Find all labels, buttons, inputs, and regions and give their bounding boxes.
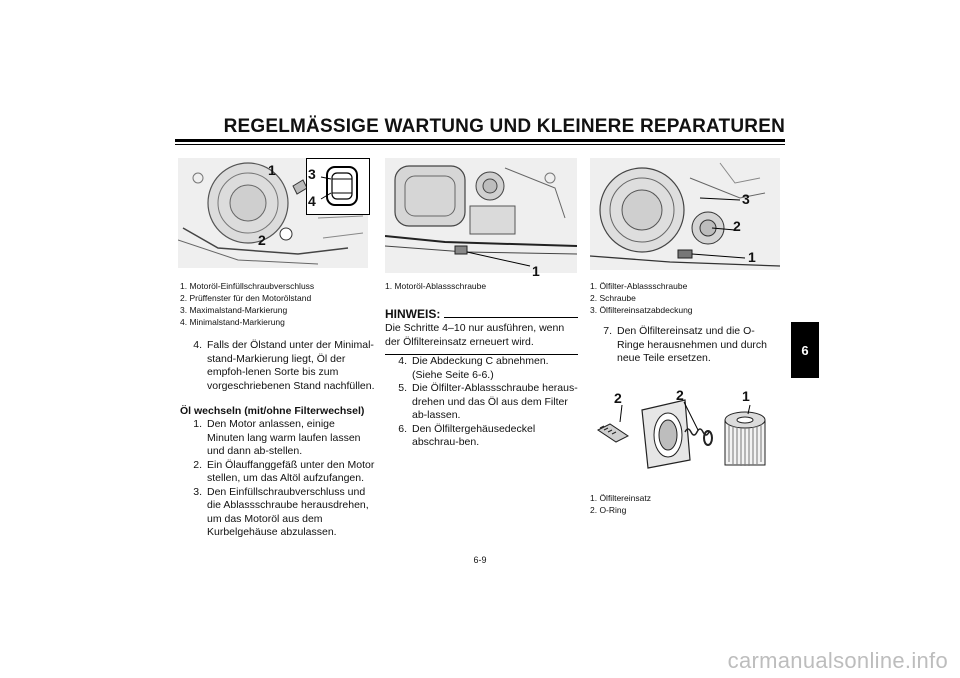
callout-1: 1 <box>742 388 750 404</box>
callout-3: 3 <box>742 191 750 207</box>
callout-2: 2 <box>258 232 266 248</box>
step-text: Die Ölfilter-Ablassschraube heraus-drehe… <box>412 382 578 421</box>
drain-bolt-drawing <box>597 423 629 443</box>
page-number: 6-9 <box>473 555 487 565</box>
step-number: 7. <box>603 325 612 337</box>
chapter-tab: 6 <box>791 322 819 378</box>
oil-filter-cover-illustration <box>590 158 780 270</box>
oil-filter-parts-drawing <box>597 399 766 469</box>
callout-1: 1 <box>268 162 276 178</box>
callout-2: 2 <box>733 218 741 234</box>
step-3: 3. Den Einfüllschraubverschluss und die … <box>180 486 375 540</box>
step-number: 2. <box>193 458 202 471</box>
step-2: 2. Ein Ölauffanggefäß unter den Motor st… <box>180 459 375 486</box>
step-number: 6. <box>398 422 407 435</box>
step-4: 4. Falls der Ölstand unter der Minimal-s… <box>180 339 375 393</box>
engine-drain-bolt-illustration <box>385 158 577 273</box>
filter-cover-drawing <box>641 399 691 469</box>
caption-item: 3. Ölfiltereinsatzabdeckung <box>590 305 693 315</box>
column-2-text: 4. Die Abdeckung C abnehmen. (Siehe Seit… <box>385 355 578 450</box>
callout-3: 3 <box>308 166 316 182</box>
caption-item: 3. Maximalstand-Markierung <box>180 305 288 315</box>
figure3-caption: 1. Ölfilter-Ablassschraube 2. Schraube 3… <box>590 280 693 316</box>
figure1-caption: 1. Motoröl-Einfüllschraubverschluss 2. P… <box>180 280 314 328</box>
caption-item: 1. Motoröl-Einfüllschraubverschluss <box>180 281 315 291</box>
step-number: 5. <box>398 382 407 394</box>
step-text: Ein Ölauffanggefäß unter den Motor stell… <box>207 458 375 485</box>
note-heading: HINWEIS: <box>385 307 578 321</box>
note-box: HINWEIS: Die Schritte 4–10 nur ausführen… <box>385 307 578 355</box>
watermark: carmanualsonline.info <box>727 648 948 673</box>
oil-level-window-inset <box>306 158 370 215</box>
figure4-caption: 1. Ölfiltereinsatz 2. O-Ring <box>590 492 651 516</box>
caption-item: 1. Motoröl-Ablassschraube <box>385 281 487 291</box>
oil-level-window-icon <box>320 166 358 206</box>
column-3-text: 7. Den Ölfiltereinsatz und die O-Ringe h… <box>590 325 782 366</box>
title-rule-thin <box>175 144 785 145</box>
callout-1: 1 <box>748 249 756 265</box>
step-text: Den Ölfiltereinsatz und die O-Ringe hera… <box>617 325 768 364</box>
step-5: 5. Die Ölfilter-Ablassschraube heraus-dr… <box>385 382 578 423</box>
o-ring-drawing <box>703 430 713 446</box>
callout-4: 4 <box>308 193 316 209</box>
callout-1: 1 <box>532 263 540 279</box>
step-text: Die Abdeckung C abnehmen. (Siehe Seite 6… <box>412 355 549 381</box>
step-text: Den Einfüllschraubverschluss und die Abl… <box>207 485 369 539</box>
step-7: 7. Den Ölfiltereinsatz und die O-Ringe h… <box>590 325 782 366</box>
step-number: 4. <box>193 339 202 351</box>
step-number: 3. <box>193 485 202 498</box>
engine-sketch-3 <box>590 158 780 270</box>
caption-item: 2. O-Ring <box>590 505 627 515</box>
section-heading-oil-change: Öl wechseln (mit/ohne Filterwechsel) <box>180 405 365 417</box>
caption-item: 1. Ölfilter-Ablassschraube <box>590 281 688 291</box>
note-heading-rule <box>444 316 578 318</box>
caption-item: 1. Ölfiltereinsatz <box>590 493 651 503</box>
step-4: 4. Die Abdeckung C abnehmen. (Siehe Seit… <box>385 355 578 382</box>
figure2-caption: 1. Motoröl-Ablassschraube <box>385 280 486 292</box>
step-text: Den Ölfiltergehäusedeckel abschrau-ben. <box>412 422 536 449</box>
step-number: 1. <box>193 418 202 430</box>
filter-element-drawing <box>724 411 766 466</box>
callout-2: 2 <box>614 390 622 406</box>
step-1: 1. Den Motor anlassen, einige Minuten la… <box>180 418 375 459</box>
note-bottom-rule <box>385 354 578 355</box>
note-text: Die Schritte 4–10 nur ausführen, wenn de… <box>385 322 565 348</box>
step-text: Falls der Ölstand unter der Minimal-stan… <box>207 339 375 392</box>
note-label: HINWEIS: <box>385 307 441 321</box>
step-6: 6. Den Ölfiltergehäusedeckel abschrau-be… <box>385 423 578 450</box>
engine-sketch-2 <box>385 158 577 273</box>
page-title: REGELMÄSSIGE WARTUNG UND KLEINERE REPARA… <box>223 116 785 137</box>
oil-filter-exploded-view <box>590 380 780 485</box>
caption-item: 2. Schraube <box>590 293 636 303</box>
column-1-text: 4. Falls der Ölstand unter der Minimal-s… <box>180 339 375 540</box>
step-text: Den Motor anlassen, einige Minuten lang … <box>207 418 361 457</box>
caption-item: 4. Minimalstand-Markierung <box>180 317 285 327</box>
caption-item: 2. Prüffenster für den Motorölstand <box>180 293 312 303</box>
callout-2: 2 <box>676 387 684 403</box>
title-rule <box>175 139 785 142</box>
step-number: 4. <box>398 355 407 367</box>
